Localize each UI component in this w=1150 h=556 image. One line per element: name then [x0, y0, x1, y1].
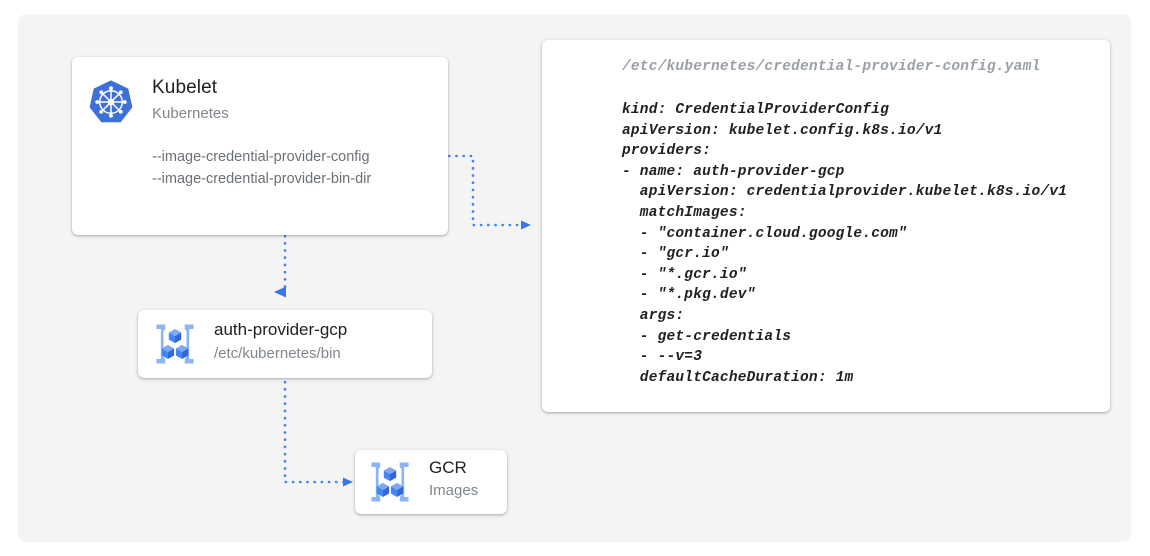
- yaml-content: kind: CredentialProviderConfig apiVersio…: [622, 102, 1068, 386]
- kubernetes-helm-icon: [89, 80, 133, 123]
- gcr-title: GCR: [429, 458, 467, 477]
- auth-provider-gcp-card[interactable]: auth-provider-gcp /etc/kubernetes/bin: [138, 310, 432, 378]
- gcp-container-registry-icon: [371, 462, 409, 502]
- auth-provider-gcp-subtitle: /etc/kubernetes/bin: [214, 345, 341, 362]
- gcr-card[interactable]: GCR Images: [355, 450, 507, 514]
- kubelet-flag-image-credential-provider-bin-dir: --image-credential-provider-bin-dir: [152, 171, 372, 187]
- gcr-subtitle: Images: [429, 482, 479, 499]
- kubelet-flag-image-credential-provider-config: --image-credential-provider-config: [152, 149, 370, 165]
- kubelet-title: Kubelet: [152, 77, 218, 98]
- auth-provider-gcp-title: auth-provider-gcp: [214, 320, 348, 339]
- kubelet-subtitle: Kubernetes: [152, 105, 229, 122]
- kubelet-card[interactable]: Kubelet Kubernetes --image-credential-pr…: [72, 57, 448, 235]
- yaml-file-path: /etc/kubernetes/credential-provider-conf…: [622, 59, 1041, 75]
- gcp-container-registry-icon: [156, 324, 194, 364]
- credential-provider-config-card[interactable]: /etc/kubernetes/credential-provider-conf…: [542, 40, 1110, 412]
